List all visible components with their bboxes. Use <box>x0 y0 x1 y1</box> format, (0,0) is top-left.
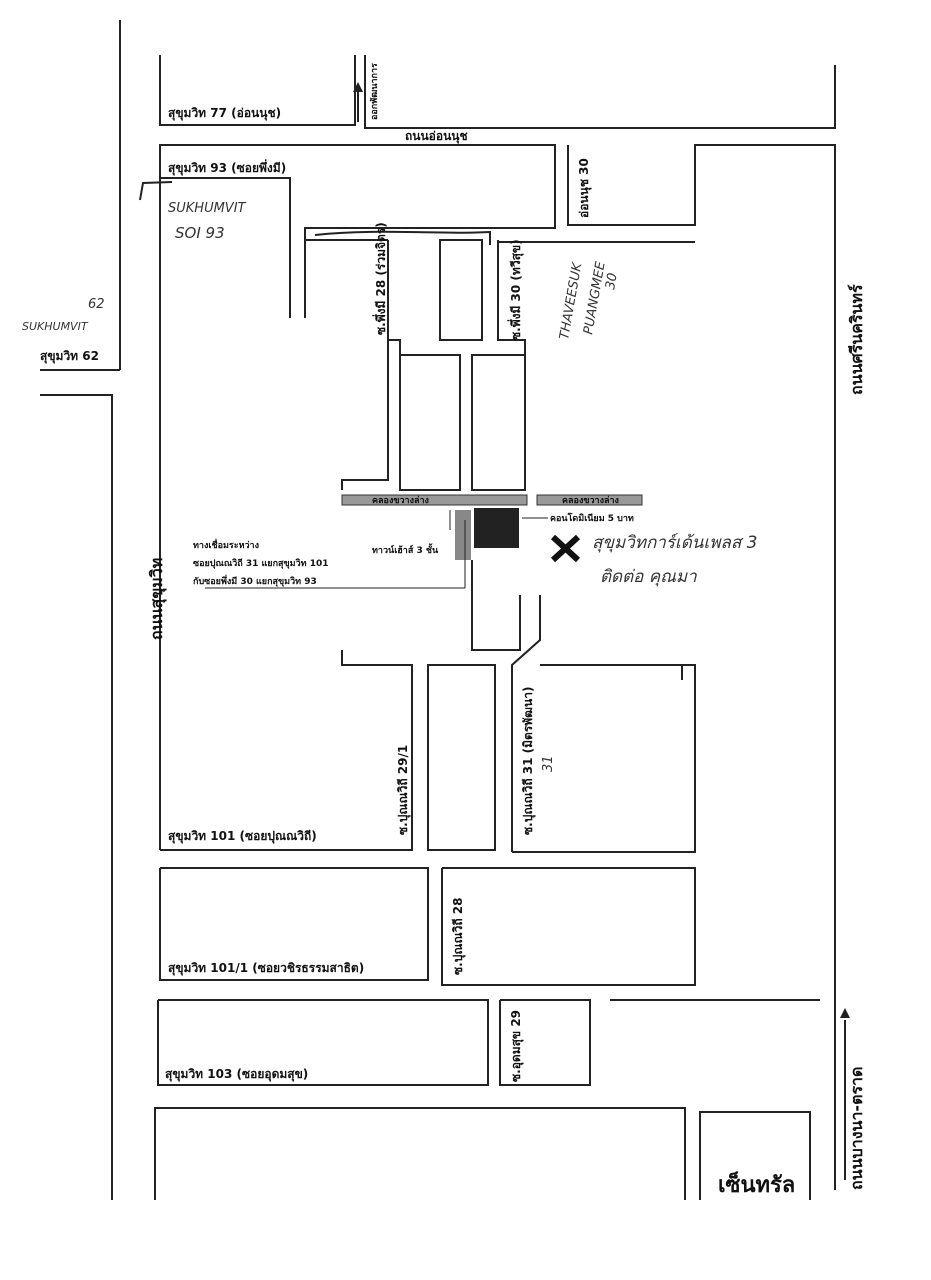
condo-block <box>474 508 519 548</box>
label-srinakarin: ถนนศรีนครินทร์ <box>847 284 866 395</box>
label-canal-right: คลองขวางล่าง <box>562 495 619 506</box>
hand-destination-2: ติดต่อ คุณมา <box>600 567 697 587</box>
label-phueng-mi-30: ซ.พึ่งมี 30 (ทวีสุข) <box>507 239 524 340</box>
label-bangna-trad: ถนนบางนา-ตราด <box>847 1067 866 1190</box>
label-sukhumvit-93: สุขุมวิท 93 (ซอยพึ่งมี) <box>168 159 286 176</box>
label-sukhumvit-101-1: สุขุมวิท 101/1 (ซอยวชิรธรรมสาธิต) <box>168 961 364 976</box>
label-condo: คอนโดมิเนียม 5 บาท <box>550 512 634 524</box>
canal <box>341 494 643 506</box>
hand-punnawithi-31-num: 31 <box>541 755 556 772</box>
label-punnawithi-31: ซ.ปุณณวิถี 31 (มิตรพัฒนา) <box>521 687 536 835</box>
hand-thaveesuk-3: 30 <box>603 272 621 291</box>
label-canal-left: คลองขวางล่าง <box>372 495 429 506</box>
label-punnawithi-29-1: ซ.ปุณณวิถี 29/1 <box>396 745 411 835</box>
hand-s62-word: SUKHUMVIT <box>22 320 89 333</box>
label-connector-2: ซอยปุณณวิถี 31 แยกสุขุมวิท 101 <box>193 558 329 569</box>
hand-destination-1: สุขุมวิทการ์เด้นเพลส 3 <box>592 533 757 553</box>
label-udomsuk-29: ซ.อุดมสุข 29 <box>509 1010 524 1082</box>
townhouse-block <box>455 510 471 560</box>
label-sukhumvit-62: สุขุมวิท 62 <box>40 349 99 364</box>
label-sukhumvit-103: สุขุมวิท 103 (ซอยอุดมสุข) <box>165 1067 308 1082</box>
label-sukhumvit-101: สุขุมวิท 101 (ซอยปุณณวิถี) <box>168 829 317 844</box>
label-onnut-30: อ่อนนุช 30 <box>577 158 592 218</box>
label-connector-1: ทางเชื่อมระหว่าง <box>193 538 259 551</box>
label-connector-3: กับซอยพึ่งมี 30 แยกสุขุมวิท 93 <box>193 574 317 587</box>
hand-s62-num: 62 <box>88 297 105 312</box>
x-mark-icon <box>550 534 581 563</box>
label-phueng-mi-28: ซ.พึ่งมี 28 (ร่วมจิตร) <box>372 222 388 335</box>
hand-soi93-2: SOI 93 <box>175 224 225 242</box>
label-sukhumvit-road: ถนนสุขุมวิท <box>147 558 167 640</box>
hand-soi93-1: SUKHUMVIT <box>168 201 247 216</box>
label-central: เซ็นทรัล <box>718 1170 795 1198</box>
label-punnawithi-28: ซ.ปุณณวิถี 28 <box>451 898 466 975</box>
label-onnut-road: ถนนอ่อนนุช <box>405 129 468 144</box>
label-sukhumvit-77: สุขุมวิท 77 (อ่อนนุช) <box>168 106 281 121</box>
label-townhouse: ทาวน์เฮ้าส์ 3 ชั้น <box>372 543 439 556</box>
label-onnut-exit: ออกพัฒนาการ <box>369 63 380 120</box>
road-lines <box>40 20 850 1200</box>
hand-thaveesuk-2: PUANGMEE <box>581 260 609 336</box>
